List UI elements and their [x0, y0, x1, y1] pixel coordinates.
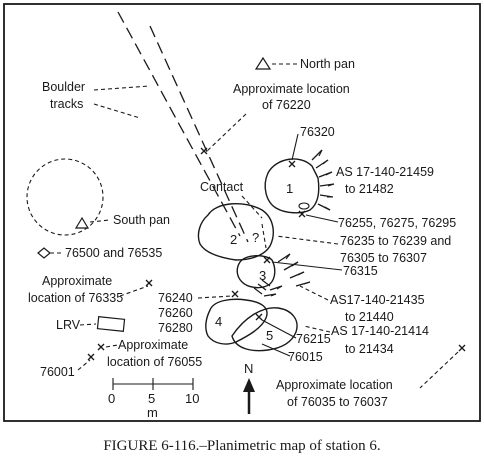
- south-pan-marker: [74, 216, 90, 229]
- lrv-marker: [96, 316, 126, 332]
- boulder-1-shadow-hatching: [311, 149, 335, 211]
- contact-label: Contact: [200, 180, 244, 194]
- approx-76335-label-line1: Approximate: [42, 274, 112, 288]
- approx-76220-leader: [205, 113, 247, 153]
- approx-76035-label-line1: Approximate location: [276, 378, 393, 392]
- sample-76240-marker: [231, 290, 239, 298]
- map-frame: [3, 3, 481, 422]
- photo-21435-label-line1: AS17-140-21435: [330, 293, 425, 307]
- boulder-tracks-label-line1: Boulder: [42, 80, 85, 94]
- sample-76255-marker: [298, 202, 310, 210]
- boulder-1-outline: [264, 158, 320, 214]
- samples-76235-label-line2: 76305 to 76307: [340, 251, 427, 265]
- boulder-4-label: 4: [215, 314, 222, 329]
- sample-76500-marker: [37, 247, 51, 259]
- sample-76315-label: 76315: [343, 264, 378, 278]
- sample-76215-label: 76215: [296, 332, 331, 346]
- boulder-3-shadow-hatching: [263, 253, 311, 297]
- south-pan-label: South pan: [113, 213, 170, 227]
- photo-21459-label-line2: to 21482: [345, 182, 394, 196]
- sample-76320-label: 76320: [300, 125, 335, 139]
- approx-76220-label-line1: Approximate location: [233, 82, 350, 96]
- sample-76001-marker: [87, 353, 95, 361]
- lrv-label: LRV: [56, 318, 81, 332]
- scale-tick-0: 0: [108, 391, 115, 406]
- figure-caption: FIGURE 6-116.–Planimetric map of station…: [103, 438, 380, 454]
- scale-bar: [112, 378, 194, 390]
- photo-21414-label-line1: AS 17-140-21414: [331, 324, 429, 338]
- sample-76035-marker: [458, 344, 466, 352]
- sample-76055-marker: [97, 343, 105, 351]
- sample-76260-label: 76260: [158, 306, 193, 320]
- photo-21435-label-line2: to 21440: [345, 310, 394, 324]
- boulder-tracks-leader: [93, 85, 151, 91]
- photo-21459-label-line1: AS 17-140-21459: [336, 165, 434, 179]
- approx-76055-label-line1: Approximate: [118, 338, 188, 352]
- sample-76315-marker: [263, 256, 271, 264]
- south-pan-outline: [26, 158, 104, 236]
- north-arrow-icon: [243, 378, 255, 414]
- north-pan-marker: [254, 56, 298, 70]
- approx-76055-label-line2: location of 76055: [107, 355, 202, 369]
- sample-76015-label: 76015: [288, 350, 323, 364]
- north-arrow-label: N: [244, 361, 253, 376]
- sample-76220-marker: [200, 147, 208, 155]
- samples-76255-label: 76255, 76275, 76295: [338, 216, 456, 230]
- north-pan-label: North pan: [300, 57, 355, 71]
- samples-76500-label: 76500 and 76535: [65, 246, 162, 260]
- approx-76220-label-line2: of 76220: [262, 98, 311, 112]
- boulder-1-label: 1: [286, 181, 293, 196]
- sample-76335-marker: [145, 279, 153, 287]
- samples-76235-label-line1: 76235 to 76239 and: [340, 234, 451, 248]
- sample-76280-label: 76280: [158, 321, 193, 335]
- scale-tick-10: 10: [185, 391, 199, 406]
- boulder-tracks: [117, 11, 249, 243]
- boulder-3-label: 3: [259, 268, 266, 283]
- approx-76335-label-line2: location of 76335: [28, 291, 123, 305]
- boulder-4-outline: [205, 298, 268, 345]
- boulder-tracks-label-line2: tracks: [50, 97, 83, 111]
- boulder-5-label: 5: [266, 328, 273, 343]
- photo-21414-label-line2: to 21434: [345, 342, 394, 356]
- sample-76320-marker: [288, 160, 296, 168]
- sample-76001-label: 76001: [40, 365, 75, 379]
- scale-unit: m: [147, 405, 158, 420]
- sample-76215-marker: [255, 313, 263, 321]
- sample-76240-label: 76240: [158, 291, 193, 305]
- contact-leader: [241, 195, 263, 219]
- approx-76035-label-line2: of 76035 to 76037: [287, 395, 388, 409]
- sample-76260-marker: [253, 279, 271, 295]
- boulder-2-label: 2: [230, 232, 237, 247]
- boulder-2-outline: [197, 203, 274, 261]
- boulder-5-outline: [231, 307, 298, 352]
- contact-uncertain-mark: ?: [252, 230, 259, 245]
- boulder-3-outline: [236, 255, 276, 289]
- scale-tick-5: 5: [148, 391, 155, 406]
